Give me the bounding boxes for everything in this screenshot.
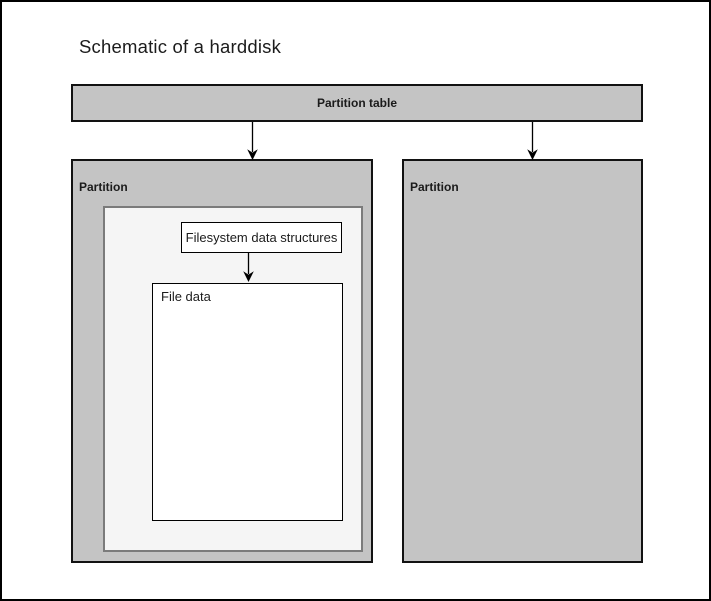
arrow-table-to-left-partition (247, 122, 258, 160)
file-data-label: File data (161, 289, 211, 304)
filesystem-data-structures-label: Filesystem data structures (185, 230, 338, 245)
partition-table-label: Partition table (316, 96, 397, 110)
diagram-title: Schematic of a harddisk (79, 36, 282, 57)
file-data-box: File data (152, 283, 343, 521)
partition-right-label: Partition (410, 180, 459, 194)
filesystem-data-structures-box: Filesystem data structures (181, 222, 342, 253)
arrow-table-to-right-partition (527, 122, 538, 160)
partition-box-right: Partition (402, 159, 643, 563)
partition-left-label: Partition (79, 180, 128, 194)
partition-table-box: Partition table (71, 84, 643, 122)
